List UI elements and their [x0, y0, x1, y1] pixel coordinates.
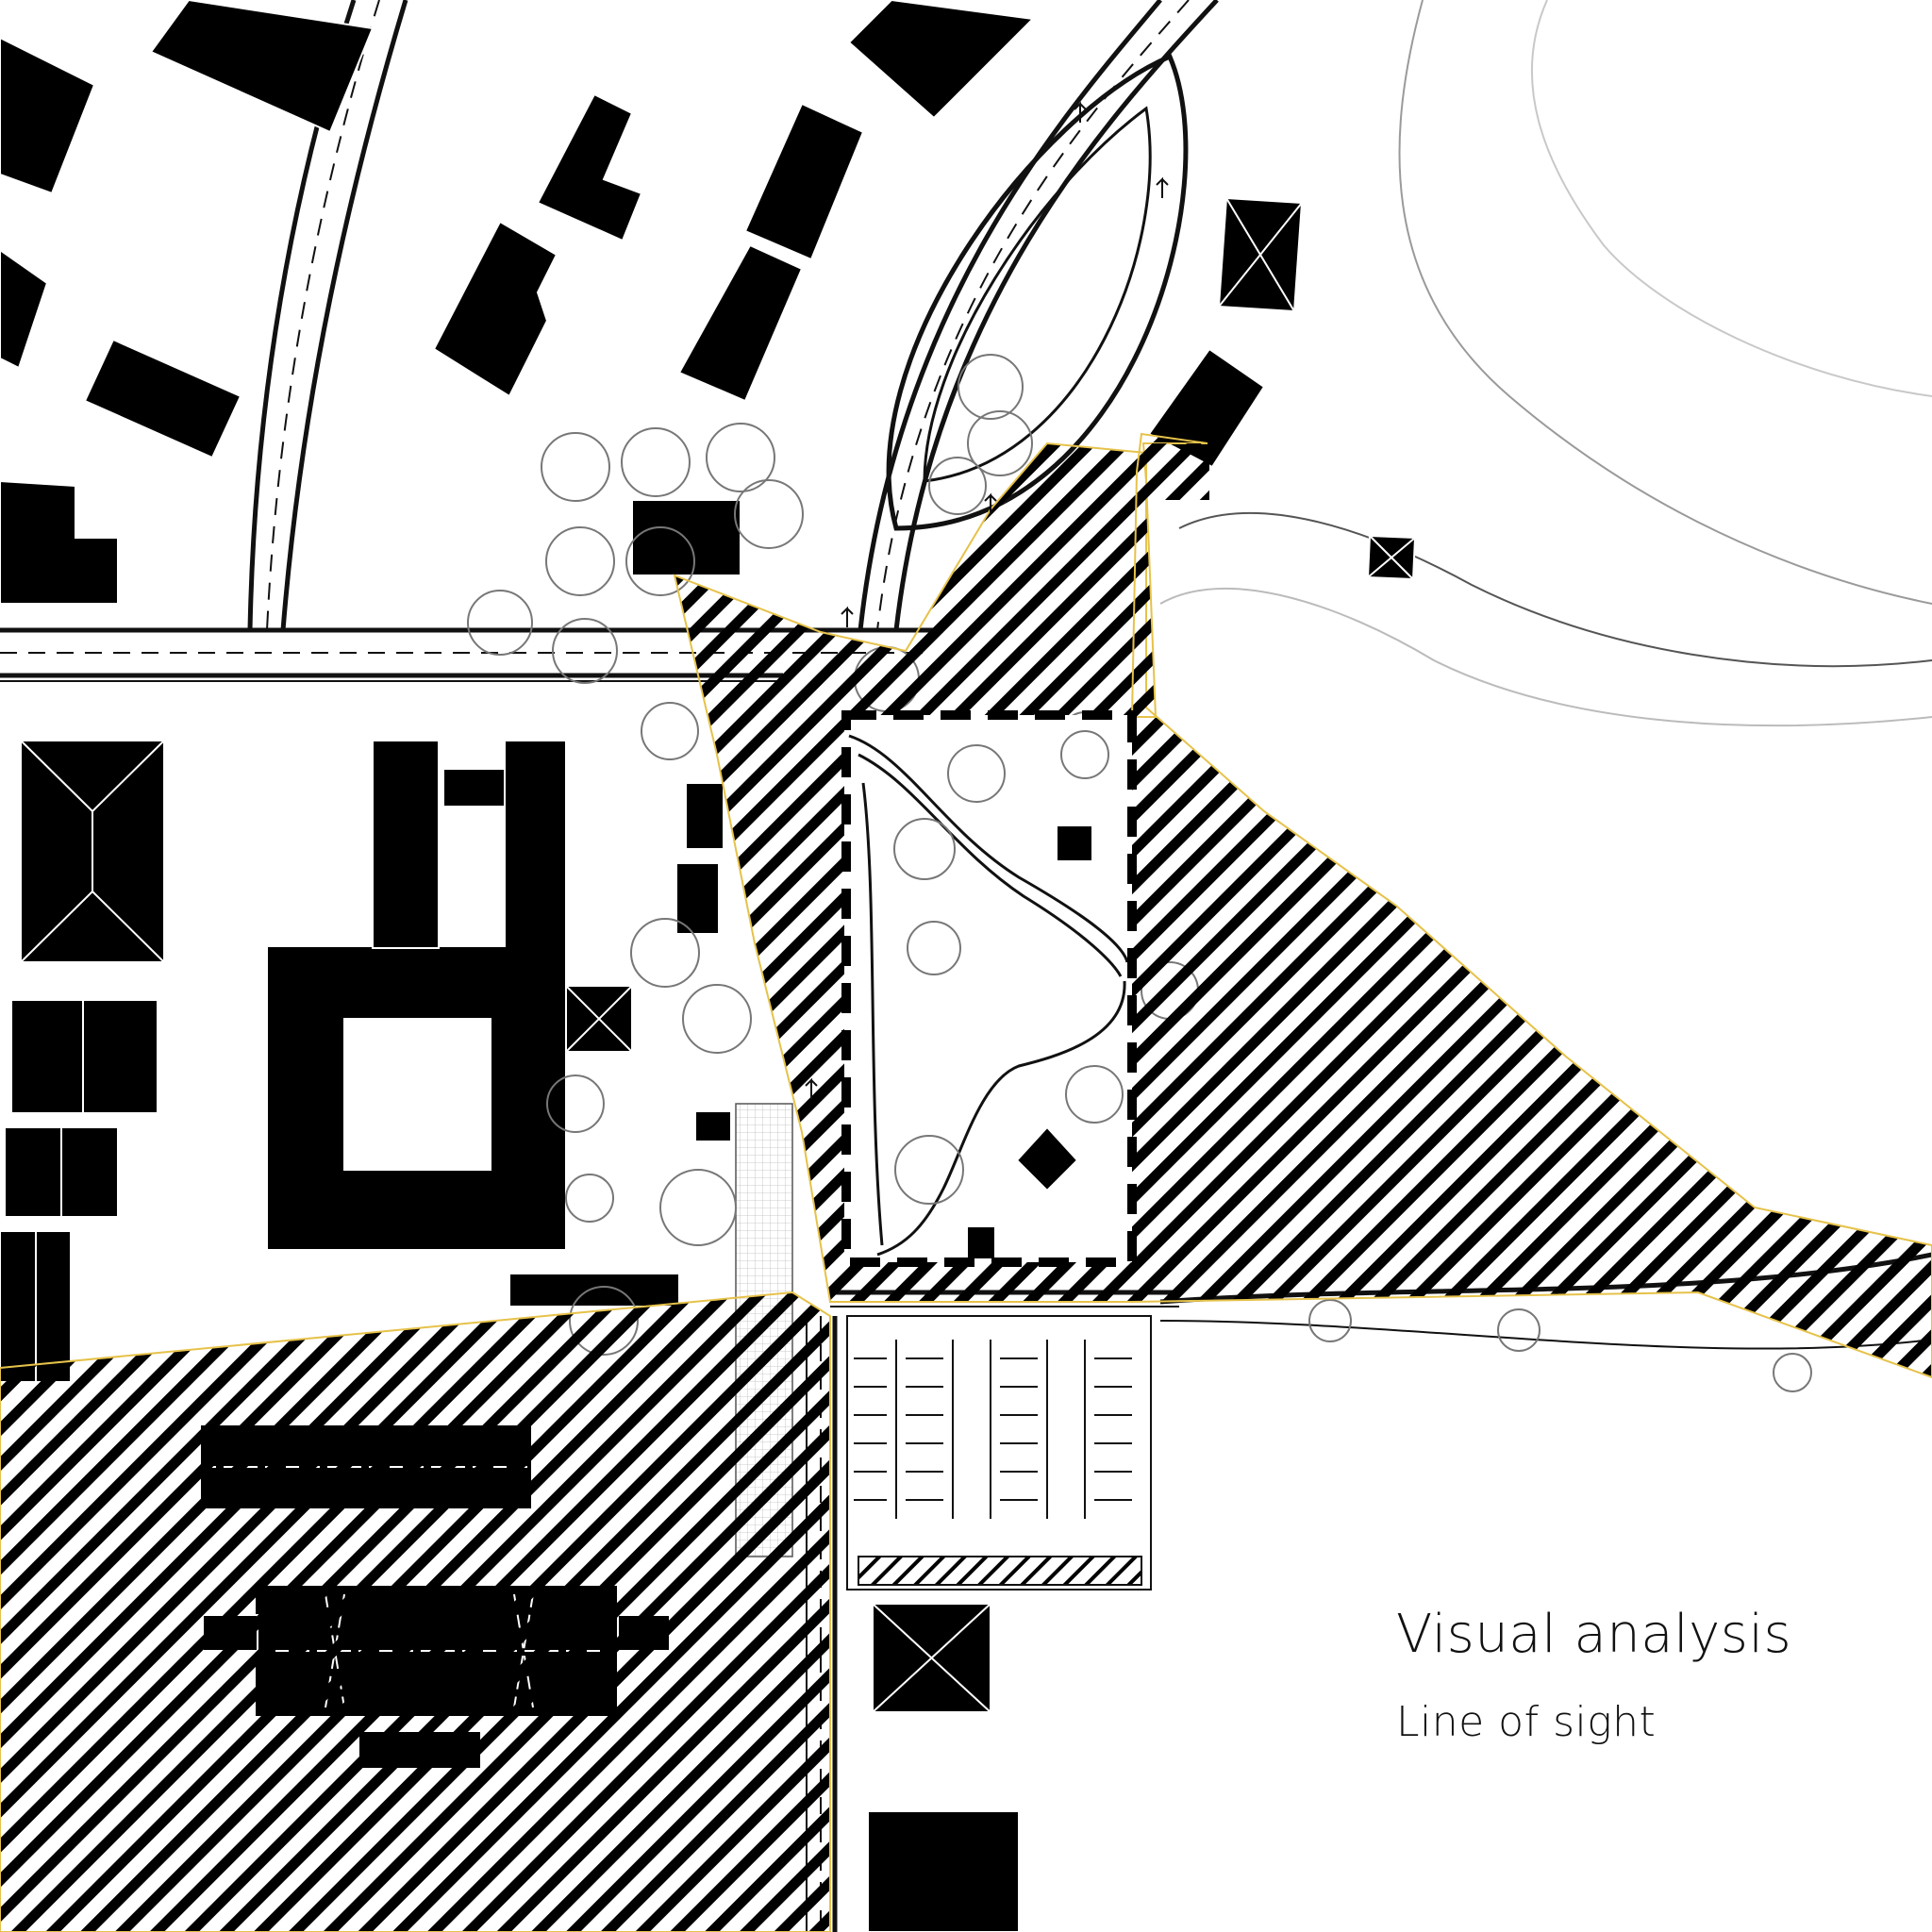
park-paths — [848, 734, 1129, 1257]
viewshed-roofstrip — [1143, 443, 1209, 500]
road-arrows — [805, 101, 1169, 1099]
parking-lot — [846, 1315, 1152, 1591]
roof-cross-south — [872, 1603, 991, 1713]
roundabout-island — [886, 53, 1189, 531]
buildings-north — [0, 0, 1036, 605]
terrain-contours — [1159, 0, 1932, 727]
park-interior — [844, 715, 1132, 1262]
project-site-boundary — [841, 710, 1137, 1267]
map-title: Visual analysis — [1396, 1604, 1792, 1665]
viewshed-west — [0, 1291, 831, 1932]
roof-ridges-west — [20, 740, 633, 1382]
park-pavilions — [966, 824, 1093, 1260]
parking-canopy — [858, 1556, 1142, 1586]
viewshed-north — [1130, 432, 1208, 718]
map-subtitle: Line of sight — [1396, 1698, 1657, 1746]
park-trees — [893, 730, 1124, 1205]
buildings-west — [0, 740, 732, 1383]
